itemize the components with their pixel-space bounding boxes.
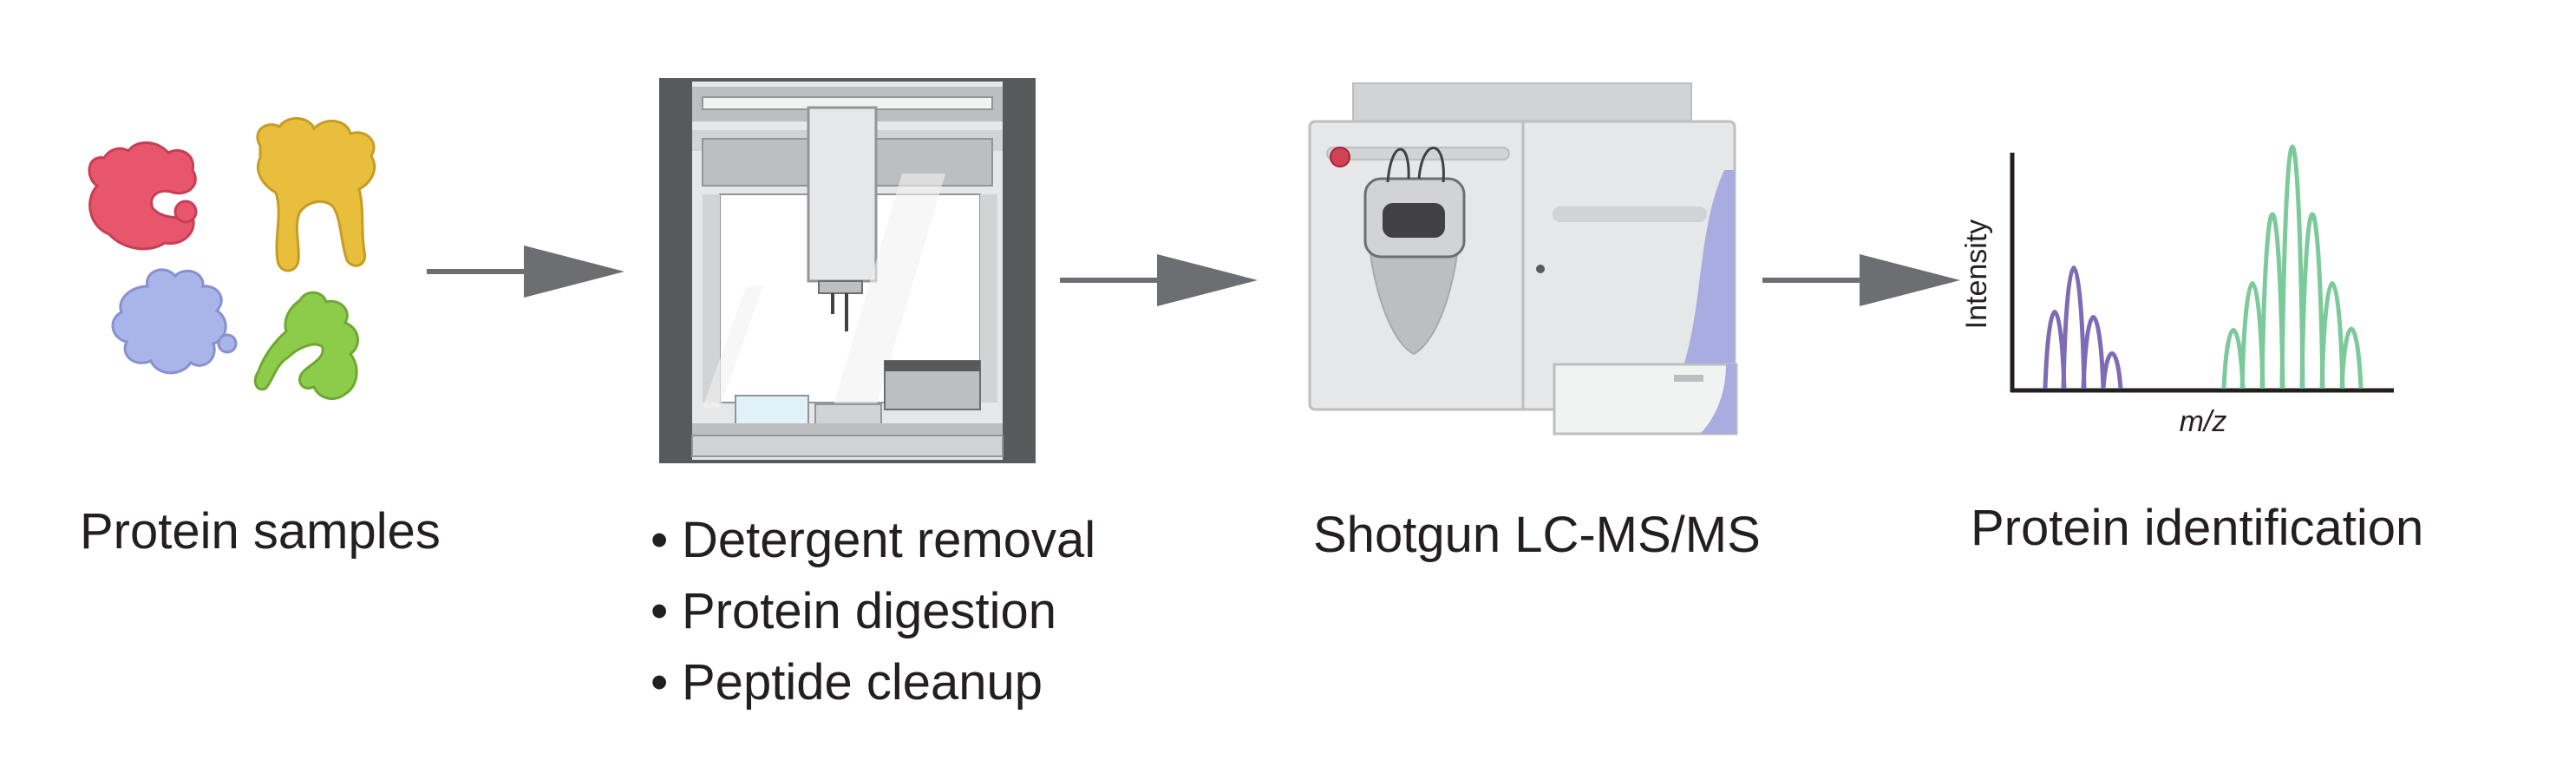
spectrum-peak <box>2081 315 2106 390</box>
mass-spectrum-plot: Intensity m/z <box>1960 144 2394 438</box>
liquid-handler-robot-icon <box>659 78 1036 463</box>
spectrum-peak <box>2259 212 2285 390</box>
prep-step-item: Detergent removal <box>651 505 1095 576</box>
spectrum-peak <box>2339 326 2364 390</box>
sample-prep-steps: Detergent removal Protein digestion Pept… <box>651 505 1095 718</box>
peaks-series-1 <box>2043 265 2123 390</box>
spectrum-peak <box>2061 265 2087 390</box>
y-axis-label: Intensity <box>1960 219 1993 330</box>
spectrum-peak <box>2221 328 2246 390</box>
step-label-lcms: Shotgun LC-MS/MS <box>1313 507 1761 563</box>
protein-yellow-icon <box>256 117 376 272</box>
x-axis-label: m/z <box>2180 405 2227 438</box>
protein-blue-icon <box>111 268 238 375</box>
spectrum-peak <box>2239 281 2265 390</box>
protein-green-icon <box>253 291 359 401</box>
spectrum-peak <box>2279 144 2305 390</box>
peaks-series-2 <box>2221 144 2364 390</box>
step-label-protein-identification: Protein identification <box>1971 500 2424 556</box>
spectrum-peak <box>2299 212 2325 390</box>
spectrum-peak <box>2319 281 2345 390</box>
step-label-protein-samples: Protein samples <box>80 503 441 560</box>
prep-step-item: Protein digestion <box>651 576 1095 647</box>
arrow-icon <box>1762 254 1960 306</box>
arrow-icon <box>427 246 624 298</box>
prep-step-item: Peptide cleanup <box>651 647 1095 718</box>
protein-red-icon <box>88 141 198 251</box>
protein-samples-illustration <box>88 117 376 401</box>
arrow-icon <box>1060 254 1258 306</box>
spectrum-peak <box>2101 351 2123 390</box>
spectrum-peak <box>2043 310 2067 390</box>
mass-spectrometer-icon <box>1308 82 1738 436</box>
